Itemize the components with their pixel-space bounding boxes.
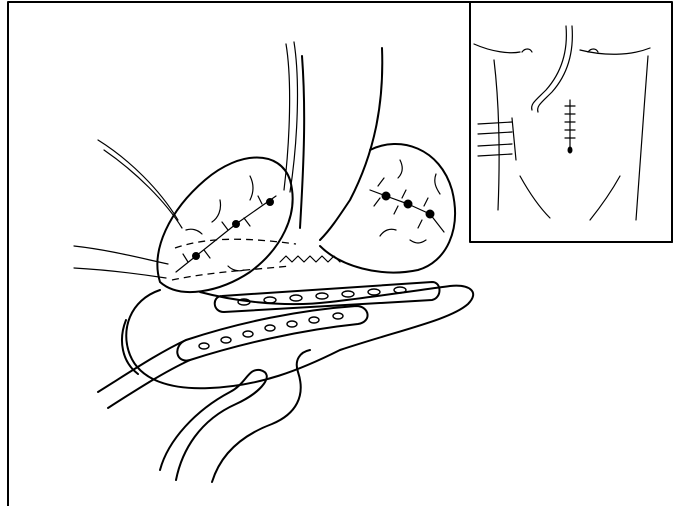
bowel-loop-right — [300, 48, 455, 273]
exit-tube-lower — [108, 360, 190, 408]
drain-tube-upper-b — [104, 150, 182, 228]
drain-hole — [342, 291, 354, 297]
torso-left-hip — [520, 176, 550, 218]
exit-tube-upper — [98, 340, 186, 392]
torso-right-shoulder — [580, 48, 650, 54]
inset-drain-tube-b — [538, 26, 573, 112]
suture-knot-l3 — [267, 199, 274, 206]
inset-side-drains — [478, 122, 512, 156]
drain-hole — [368, 289, 380, 295]
drain-hole — [316, 293, 328, 299]
suture-knot-l1 — [193, 253, 200, 260]
vertical-tube-left-wall — [284, 44, 290, 190]
drain-hole — [221, 337, 231, 343]
torso-right-hip — [590, 176, 620, 220]
bowel-wall-right — [320, 48, 382, 240]
torso-left-nipple — [522, 49, 532, 52]
left-drain-tubes — [74, 140, 182, 278]
perforated-drain-lower — [177, 306, 367, 361]
bowel-stump-right — [320, 144, 455, 273]
torso-right-side — [636, 56, 648, 220]
drain-hole — [333, 313, 343, 319]
figure-frame — [8, 2, 672, 506]
vertical-drain-tube — [284, 42, 297, 192]
inset-drain-tube-a — [532, 26, 567, 110]
drain-tube-upper-a — [98, 140, 178, 220]
inset-side-drain-exit — [512, 118, 516, 160]
drain-hole — [199, 343, 209, 349]
suture-knot-r3 — [426, 210, 434, 218]
torso-left-shoulder — [474, 44, 520, 53]
drain-hole — [287, 321, 297, 327]
vertical-tube-right-wall — [290, 42, 297, 192]
suture-knot-r2 — [404, 200, 412, 208]
suture-ties-right — [374, 178, 428, 228]
perforated-drain-upper — [215, 282, 440, 312]
drain-hole — [265, 325, 275, 331]
drain-hole — [243, 331, 253, 337]
torso-left-side — [494, 60, 499, 210]
suture-line-left — [176, 196, 276, 272]
bowel-loop-left — [157, 158, 296, 293]
incision-end-mark — [568, 147, 572, 153]
suture-knot-l2 — [233, 221, 240, 228]
mesentery-fringe — [280, 256, 340, 262]
suture-knot-r1 — [382, 192, 390, 200]
main-illustration-panel — [74, 42, 473, 482]
drain-hole — [290, 295, 302, 301]
inset-torso-panel — [470, 2, 672, 242]
drain-tube-middle-a — [74, 246, 168, 264]
drain-hole — [309, 317, 319, 323]
drain-tube-middle-b — [74, 268, 166, 278]
bowel-curl-bottom — [160, 350, 310, 482]
bowel-wall-left — [300, 56, 304, 228]
